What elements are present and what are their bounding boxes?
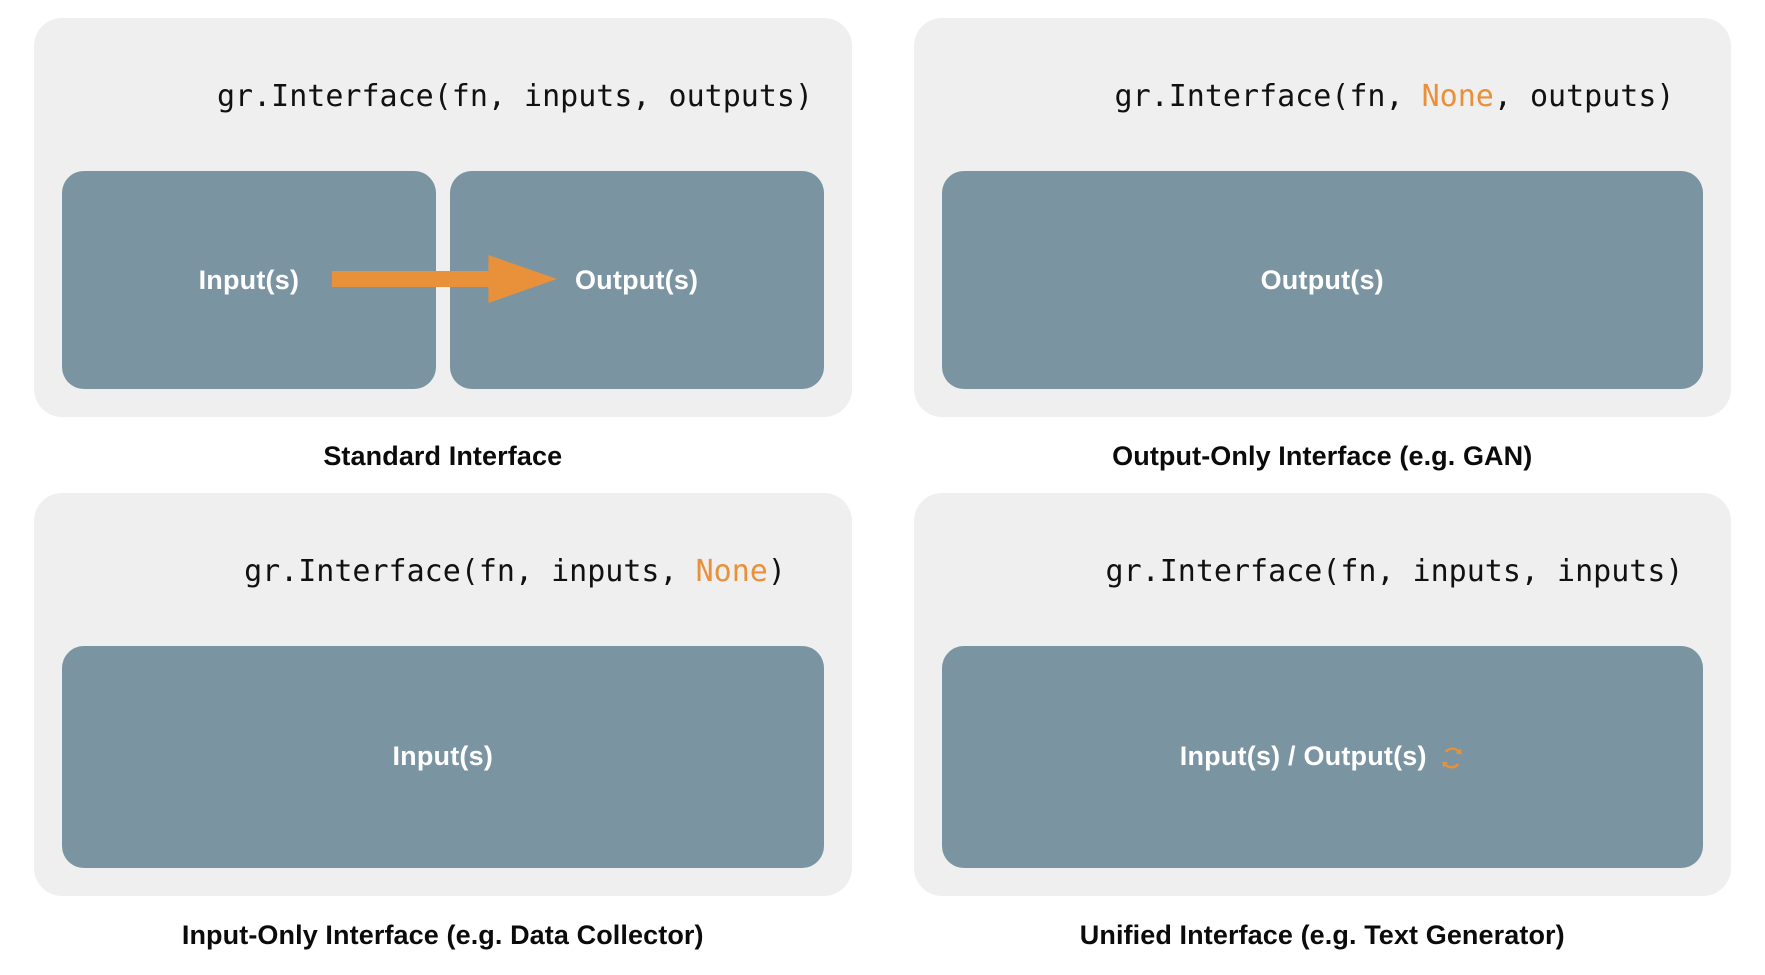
input-box-label: Input(s) (198, 264, 300, 295)
panel-standard-card: gr.Interface(fn, inputs, outputs) Input(… (34, 18, 852, 417)
input-box[interactable]: Input(s) (62, 171, 436, 389)
input-output-box[interactable]: Input(s) / Output(s) (941, 645, 1703, 868)
signature-segment-plain: gr.Interface(fn, inputs, inputs) (1105, 553, 1684, 589)
output-box-label: Output(s) (1260, 264, 1384, 295)
output-box[interactable]: Output(s) (449, 171, 824, 389)
panel-standard: gr.Interface(fn, inputs, outputs) Input(… (34, 18, 852, 493)
panel-unified-signature: gr.Interface(fn, inputs, inputs) (961, 519, 1684, 624)
panel-output-only-caption: Output-Only Interface (e.g. GAN) (1112, 441, 1533, 471)
panel-standard-boxes: Input(s) Output(s) (62, 171, 824, 389)
panel-output-only-card: gr.Interface(fn, None, outputs) Output(s… (913, 18, 1731, 417)
panel-output-only: gr.Interface(fn, None, outputs) Output(s… (913, 18, 1731, 493)
signature-segment-plain: gr.Interface(fn, inputs, outputs) (216, 79, 814, 114)
panel-input-only-signature: gr.Interface(fn, inputs, None) (100, 519, 786, 624)
panel-unified: gr.Interface(fn, inputs, inputs) Input(s… (913, 492, 1731, 968)
panel-unified-caption: Unified Interface (e.g. Text Generator) (1079, 919, 1565, 950)
signature-segment-none: None (695, 553, 768, 589)
panel-unified-card: gr.Interface(fn, inputs, inputs) Input(s… (913, 492, 1731, 896)
input-output-box-label-group: Input(s) / Output(s) (1180, 741, 1465, 772)
panel-standard-caption: Standard Interface (323, 441, 563, 471)
signature-segment-plain-post: ) (767, 553, 786, 589)
output-box-label: Output(s) (574, 264, 699, 295)
input-box[interactable]: Input(s) (62, 645, 824, 868)
signature-segment-plain-pre: gr.Interface(fn, (1114, 79, 1422, 114)
panel-standard-signature: gr.Interface(fn, inputs, outputs) (72, 44, 813, 149)
cycle-icon (1439, 745, 1465, 771)
panel-input-only-card: gr.Interface(fn, inputs, None) Input(s) (34, 492, 852, 896)
panel-output-only-signature: gr.Interface(fn, None, outputs) (970, 44, 1675, 149)
input-box-label: Input(s) (392, 741, 494, 771)
signature-segment-none: None (1421, 79, 1494, 114)
panel-unified-boxes: Input(s) / Output(s) (941, 645, 1703, 868)
panel-input-only-caption: Input-Only Interface (e.g. Data Collecto… (181, 919, 704, 950)
signature-segment-plain-pre: gr.Interface(fn, inputs, (244, 553, 696, 589)
input-output-box-label: Input(s) / Output(s) (1179, 741, 1427, 771)
panel-input-only: gr.Interface(fn, inputs, None) Input(s) … (34, 492, 852, 968)
panel-input-only-boxes: Input(s) (62, 645, 824, 868)
panel-output-only-boxes: Output(s) (941, 171, 1703, 389)
output-box[interactable]: Output(s) (941, 171, 1703, 389)
signature-segment-plain-post: , outputs) (1493, 79, 1675, 114)
